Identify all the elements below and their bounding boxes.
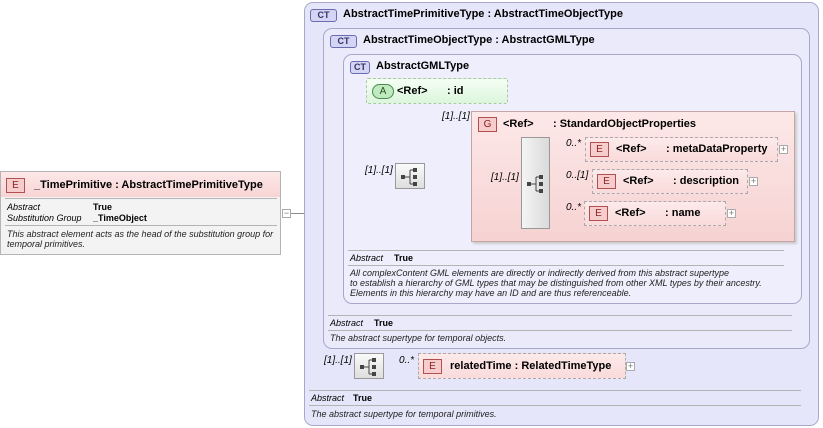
middle-separator-2: [328, 330, 792, 331]
root-element-title: _TimePrimitive : AbstractTimePrimitiveTy…: [34, 179, 263, 191]
middle-type-title: AbstractTimeObjectType : AbstractGMLType: [363, 34, 595, 46]
element-badge: E: [6, 178, 25, 193]
name-ref: <Ref>: [615, 207, 646, 219]
root-element-box[interactable]: E _TimePrimitive : AbstractTimePrimitive…: [0, 171, 281, 255]
plus-icon[interactable]: +: [626, 361, 635, 371]
middle-description: The abstract supertype for temporal obje…: [330, 333, 507, 343]
plus-icon[interactable]: +: [727, 208, 736, 218]
outer-description: The abstract supertype for temporal prim…: [311, 409, 497, 419]
element-related-time[interactable]: E relatedTime : RelatedTimeType: [418, 353, 626, 379]
middle-abstract-value: True: [374, 318, 394, 328]
plus-icon[interactable]: +: [779, 144, 788, 154]
complex-type-badge: CT: [310, 9, 337, 22]
root-element-header: [1, 172, 280, 197]
sequence-compositor-icon[interactable]: [521, 137, 550, 229]
outer-seq-cardinality: [1]..[1]: [324, 355, 352, 366]
root-description-line-2: temporal primitives.: [7, 239, 86, 249]
root-prop-subst-value: _TimeObject: [93, 213, 147, 223]
metadata-cardinality: 0..*: [566, 138, 582, 149]
plus-icon[interactable]: +: [749, 176, 758, 186]
related-cardinality: 0..*: [399, 355, 415, 366]
sequence-compositor-icon[interactable]: [395, 163, 425, 189]
group-seq-cardinality: [1]..[1]: [491, 172, 519, 183]
group-cardinality: [1]..[1]: [442, 111, 470, 122]
root-prop-abstract-value: True: [93, 202, 113, 212]
element-badge: E: [423, 359, 442, 374]
metadata-ref: <Ref>: [616, 143, 647, 155]
group-name: : StandardObjectProperties: [553, 118, 697, 130]
outer-abstract-value: True: [353, 393, 373, 403]
element-description[interactable]: E <Ref> : description: [592, 169, 748, 194]
middle-abstract-label: Abstract: [330, 318, 364, 328]
description-cardinality: 0..[1]: [566, 170, 589, 181]
element-metadata-property[interactable]: E <Ref> : metaDataProperty: [585, 137, 778, 162]
inner-type-title: AbstractGMLType: [376, 60, 470, 72]
inner-abstract-value: True: [394, 253, 414, 263]
outer-separator-2: [309, 405, 801, 406]
name-cardinality: 0..*: [566, 202, 582, 213]
inner-separator-1: [348, 250, 784, 251]
root-separator: [5, 198, 277, 199]
outer-separator-1: [309, 390, 801, 391]
attribute-badge: A: [372, 84, 394, 99]
root-prop-subst-label: Substitution Group: [7, 213, 82, 223]
name-name: : name: [665, 207, 701, 219]
outer-type-title: AbstractTimePrimitiveType : AbstractTime…: [343, 8, 623, 20]
element-badge: E: [590, 142, 609, 157]
inner-description-line-3: Elements in this hierarchy may have an I…: [350, 288, 632, 298]
collapse-icon[interactable]: −: [282, 208, 291, 218]
group-badge: G: [478, 117, 497, 132]
outer-abstract-label: Abstract: [311, 393, 345, 403]
description-ref: <Ref>: [623, 175, 654, 187]
inner-abstract-label: Abstract: [350, 253, 384, 263]
root-prop-abstract-label: Abstract: [7, 202, 41, 212]
root-separator-2: [5, 225, 277, 226]
description-name: : description: [673, 175, 740, 187]
connector-root-to-outer: [290, 213, 314, 214]
root-description-line-1: This abstract element acts as the head o…: [7, 229, 274, 239]
attribute-name: : id: [447, 85, 464, 97]
middle-separator-1: [328, 315, 792, 316]
inner-description-line-1: All complexContent GML elements are dire…: [350, 268, 729, 278]
inner-separator-2: [348, 265, 784, 266]
inner-seq-cardinality: [1]..[1]: [365, 165, 393, 176]
sequence-compositor-icon[interactable]: [354, 353, 384, 379]
related-name: relatedTime : RelatedTimeType: [450, 360, 612, 372]
attribute-id-box[interactable]: A <Ref> : id: [366, 78, 508, 104]
complex-type-badge: CT: [350, 61, 370, 74]
attribute-ref: <Ref>: [397, 85, 428, 97]
element-badge: E: [597, 174, 616, 189]
group-ref: <Ref>: [503, 118, 534, 130]
element-name[interactable]: E <Ref> : name: [584, 201, 726, 226]
inner-description-line-2: to establish a hierarchy of GML types th…: [350, 278, 762, 288]
complex-type-badge: CT: [330, 35, 357, 48]
element-badge: E: [589, 206, 608, 221]
metadata-name: : metaDataProperty: [666, 143, 768, 155]
